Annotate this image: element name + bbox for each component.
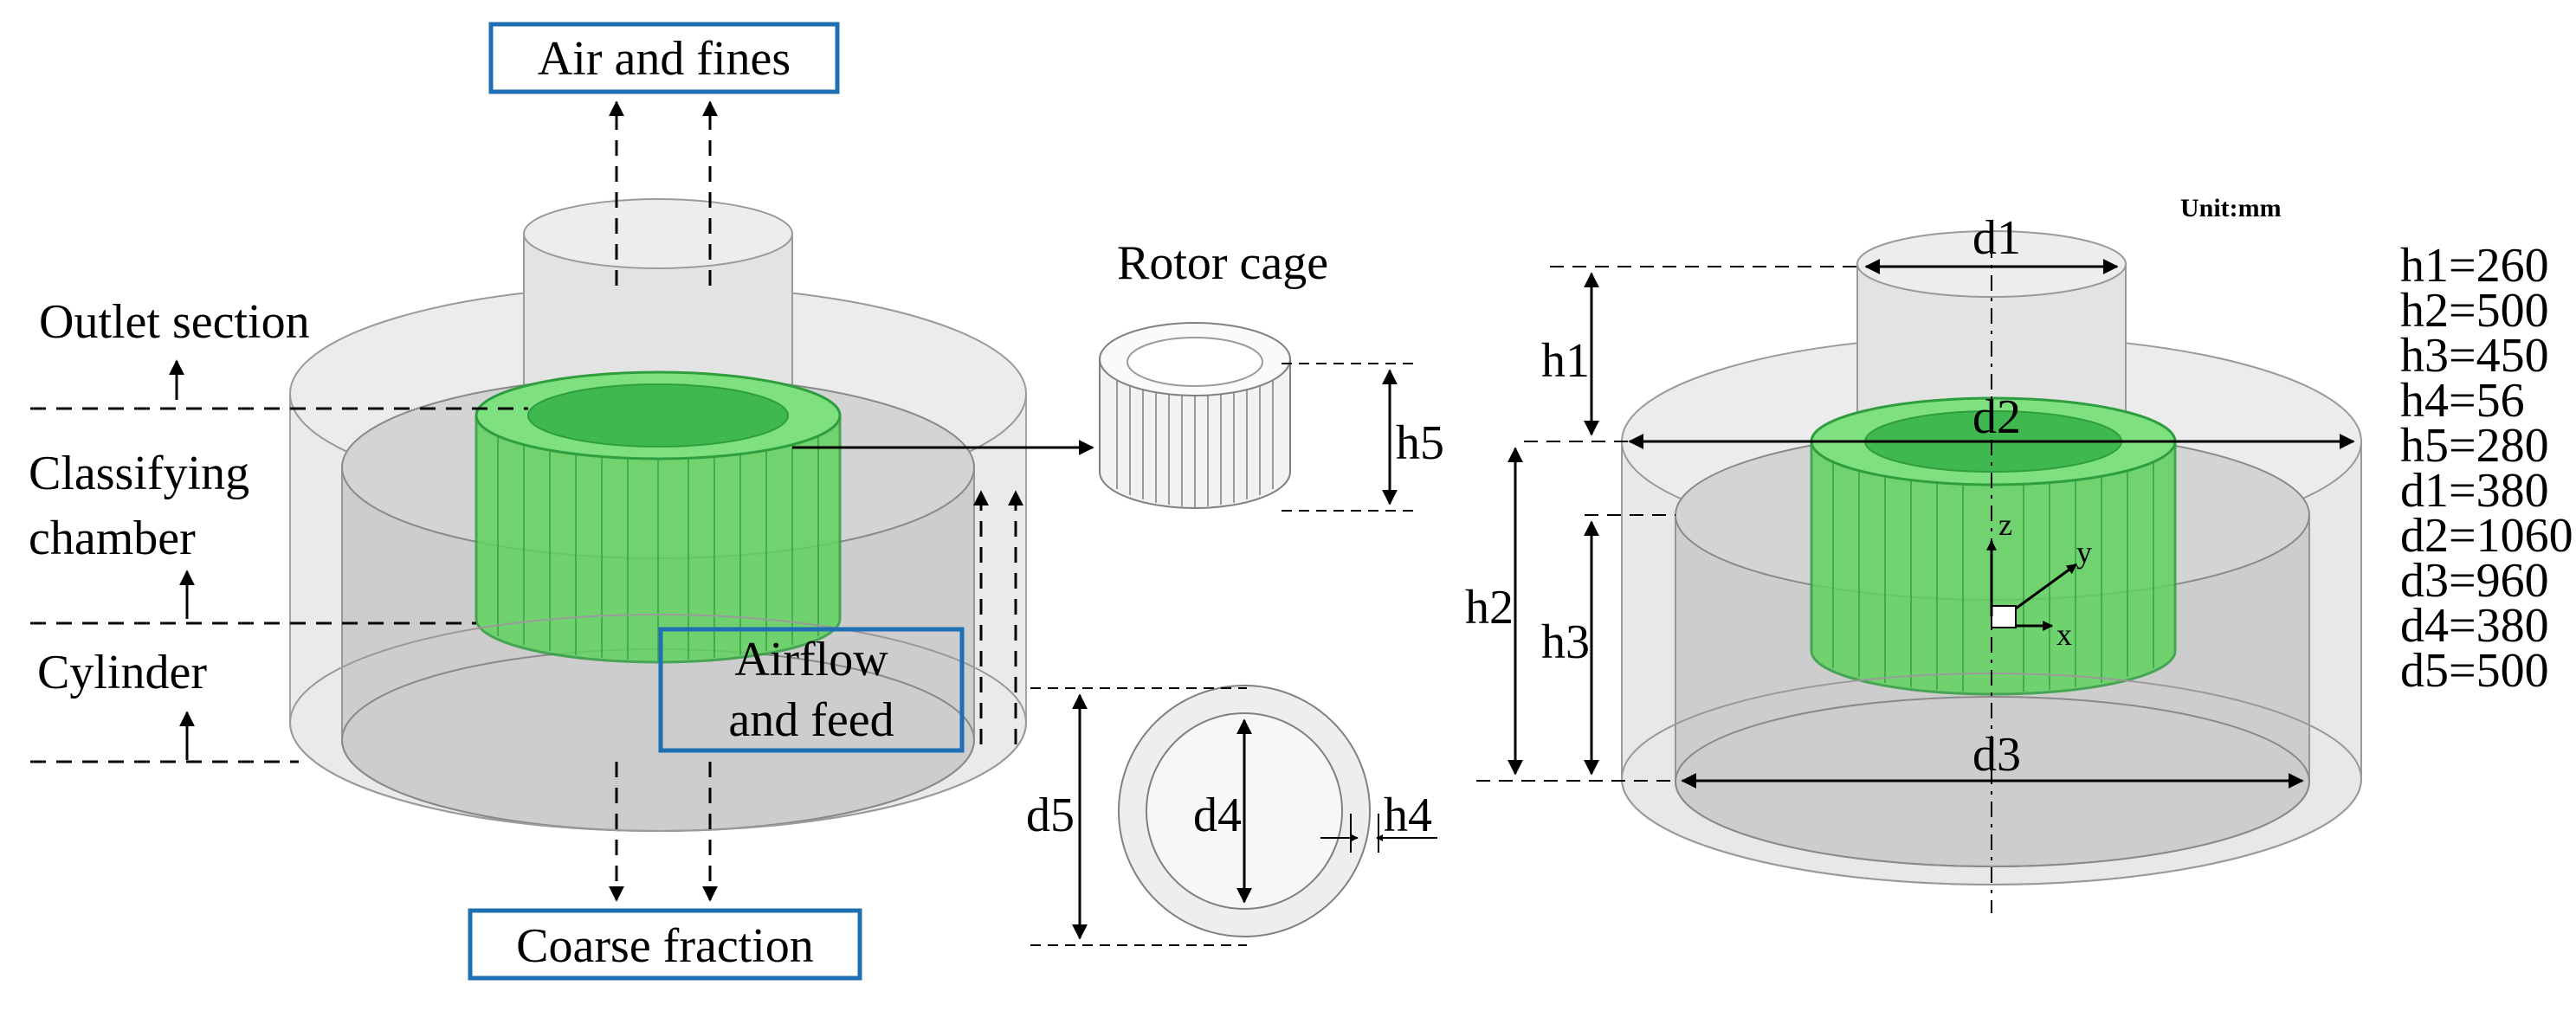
- airflow-label: Airflow: [734, 633, 888, 686]
- section-markers: [30, 359, 528, 763]
- h3-label: h3: [1541, 615, 1590, 669]
- d5-label: d5: [1026, 789, 1075, 842]
- airflow-feed-box: [658, 627, 965, 753]
- right-dimensions: [1476, 259, 2355, 789]
- dimension-value-h4: h4=56: [2400, 374, 2525, 428]
- axis-z-label: z: [1998, 507, 2012, 542]
- rotor-side-hole: [1127, 337, 1263, 387]
- cylinder-label: Cylinder: [37, 646, 207, 699]
- rotor-cage-side-view: [1099, 322, 1291, 509]
- dimension-value-d1: d1=380: [2400, 464, 2549, 518]
- dimension-value-h5: h5=280: [2400, 419, 2549, 473]
- classifying-label: Classifying: [29, 447, 249, 500]
- right-inner-cylinder-bottom: [1675, 696, 2310, 867]
- dimension-value-d2: d2=1060: [2400, 509, 2573, 563]
- outlet-section-label: Outlet section: [39, 295, 310, 349]
- flow-arrows: [609, 100, 1094, 902]
- dimension-value-h2: h2=500: [2400, 284, 2549, 338]
- d1-label: d1: [1972, 211, 2021, 265]
- dimension-value-h3: h3=450: [2400, 329, 2549, 383]
- axis-x-label: x: [2056, 617, 2072, 652]
- dimension-value-d5: d5=500: [2400, 644, 2549, 698]
- dimension-value-d3: d3=960: [2400, 554, 2549, 608]
- dimension-value-d4: d4=380: [2400, 599, 2549, 653]
- d3-label: d3: [1972, 728, 2021, 782]
- axis-y-label: y: [2076, 535, 2092, 570]
- coarse-fraction-label: Coarse fraction: [516, 919, 814, 973]
- d4-label: d4: [1193, 789, 1242, 842]
- h4-label: h4: [1384, 789, 1432, 842]
- h2-label: h2: [1465, 581, 1514, 634]
- rotor-cage-hole: [527, 383, 789, 448]
- coarse-fraction-box: [468, 908, 862, 981]
- origin-cube: [1991, 605, 2017, 628]
- left-classifier: [289, 198, 1027, 832]
- rotor-side-blades: [1116, 381, 1274, 507]
- rotor-cage-label: Rotor cage: [1117, 236, 1328, 290]
- outer-shell-bottom: [289, 614, 1027, 832]
- coordinate-system: [1986, 539, 2077, 631]
- d2-label: d2: [1972, 390, 2021, 444]
- unit-label: Unit:mm: [2180, 194, 2282, 222]
- air-and-fines-label: Air and fines: [538, 32, 791, 86]
- h1-label: h1: [1541, 334, 1590, 388]
- h5-label: h5: [1396, 416, 1444, 470]
- outlet-pipe-top: [523, 198, 793, 269]
- rotor-blades: [497, 433, 819, 660]
- right-rotor-body: [1810, 441, 2177, 696]
- air-and-fines-box: [488, 22, 840, 94]
- d4-d5-h4-dimensions: [1030, 687, 1437, 946]
- h5-dimension: [1282, 363, 1420, 512]
- dimension-value-h1: h1=260: [2400, 239, 2549, 293]
- dimension-list: h1=260h2=500h3=450h4=56h5=280d1=380d2=10…: [2400, 239, 2573, 698]
- chamber-label: chamber: [29, 512, 196, 565]
- and-feed-label: and feed: [728, 693, 894, 747]
- right-rotor-blades: [1832, 459, 2154, 692]
